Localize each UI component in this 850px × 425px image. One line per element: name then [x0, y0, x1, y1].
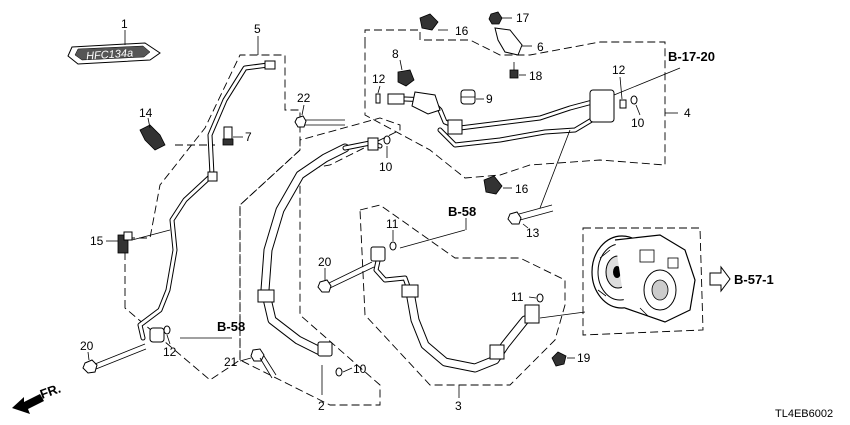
callout-12-left: 12 — [163, 345, 177, 359]
callout-13: 13 — [526, 226, 540, 240]
compressor-illustration — [591, 234, 696, 323]
callout-19: 19 — [577, 351, 591, 365]
ref-arrow-b571 — [709, 265, 731, 293]
discharge-hose-part — [370, 246, 540, 373]
clip-part-15 — [117, 231, 133, 254]
callout-9: 9 — [486, 92, 493, 106]
callout-12-mid: 12 — [372, 72, 386, 86]
bolt-part-21 — [250, 348, 277, 379]
bolt-part-20-left — [82, 343, 147, 374]
group-outlines — [124, 29, 704, 406]
label-plate-part: HFC134a — [67, 42, 161, 65]
bracket-part-6 — [494, 27, 523, 56]
callout-6: 6 — [537, 40, 544, 54]
callout-10-mid: 10 — [379, 160, 393, 174]
callout-11-lower: 11 — [511, 290, 524, 304]
callout-11-upper: 11 — [386, 217, 399, 231]
callout-16-lower: 16 — [515, 182, 529, 196]
ref-b571: B-57-1 — [734, 272, 774, 287]
bolt-part-22 — [294, 115, 345, 128]
callout-7: 7 — [245, 130, 252, 144]
bolt-part-13 — [507, 204, 554, 225]
ref-b1720: B-17-20 — [668, 49, 715, 64]
callout-20-right: 20 — [318, 255, 332, 269]
suction-hose-part — [257, 137, 383, 357]
callout-18: 18 — [529, 69, 543, 83]
suction-pipe-part — [137, 60, 276, 343]
callout-4: 4 — [684, 106, 691, 120]
ref-b58-center: B-58 — [448, 204, 476, 219]
ref-b58-left: B-58 — [217, 319, 245, 334]
bolt-part-17 — [488, 11, 503, 25]
callout-12-right: 12 — [612, 63, 626, 77]
callout-22: 22 — [297, 91, 311, 105]
callout-2: 2 — [318, 399, 325, 413]
callout-8: 8 — [392, 47, 399, 61]
front-label: FR. — [38, 381, 63, 402]
callout-5: 5 — [254, 22, 261, 36]
sensor-part-7 — [222, 126, 234, 146]
callout-16-upper: 16 — [455, 24, 469, 38]
front-direction-arrow — [12, 394, 44, 414]
clip-part-19 — [551, 351, 567, 367]
callout-14: 14 — [139, 106, 153, 120]
callout-20-left: 20 — [80, 339, 94, 353]
bolt-part-20-right — [317, 261, 375, 293]
callout-15: 15 — [90, 234, 104, 248]
cap-part-8 — [397, 69, 415, 87]
callout-10-right: 10 — [631, 116, 645, 130]
callout-3: 3 — [455, 399, 462, 413]
callout-10-lower: 10 — [353, 362, 367, 376]
callout-21: 21 — [224, 355, 238, 369]
callout-17: 17 — [516, 11, 530, 25]
pipe-assembly-part — [402, 89, 615, 148]
bolt-part-18 — [509, 62, 519, 79]
cap-part-9 — [460, 89, 476, 105]
label-plate-text: HFC134a — [86, 47, 134, 62]
clip-part-14 — [139, 124, 166, 151]
clip-part-16-upper — [419, 13, 439, 31]
clip-part-16-lower — [483, 175, 503, 195]
diagram-code: TL4EB6002 — [775, 408, 833, 420]
callout-1: 1 — [121, 17, 128, 31]
